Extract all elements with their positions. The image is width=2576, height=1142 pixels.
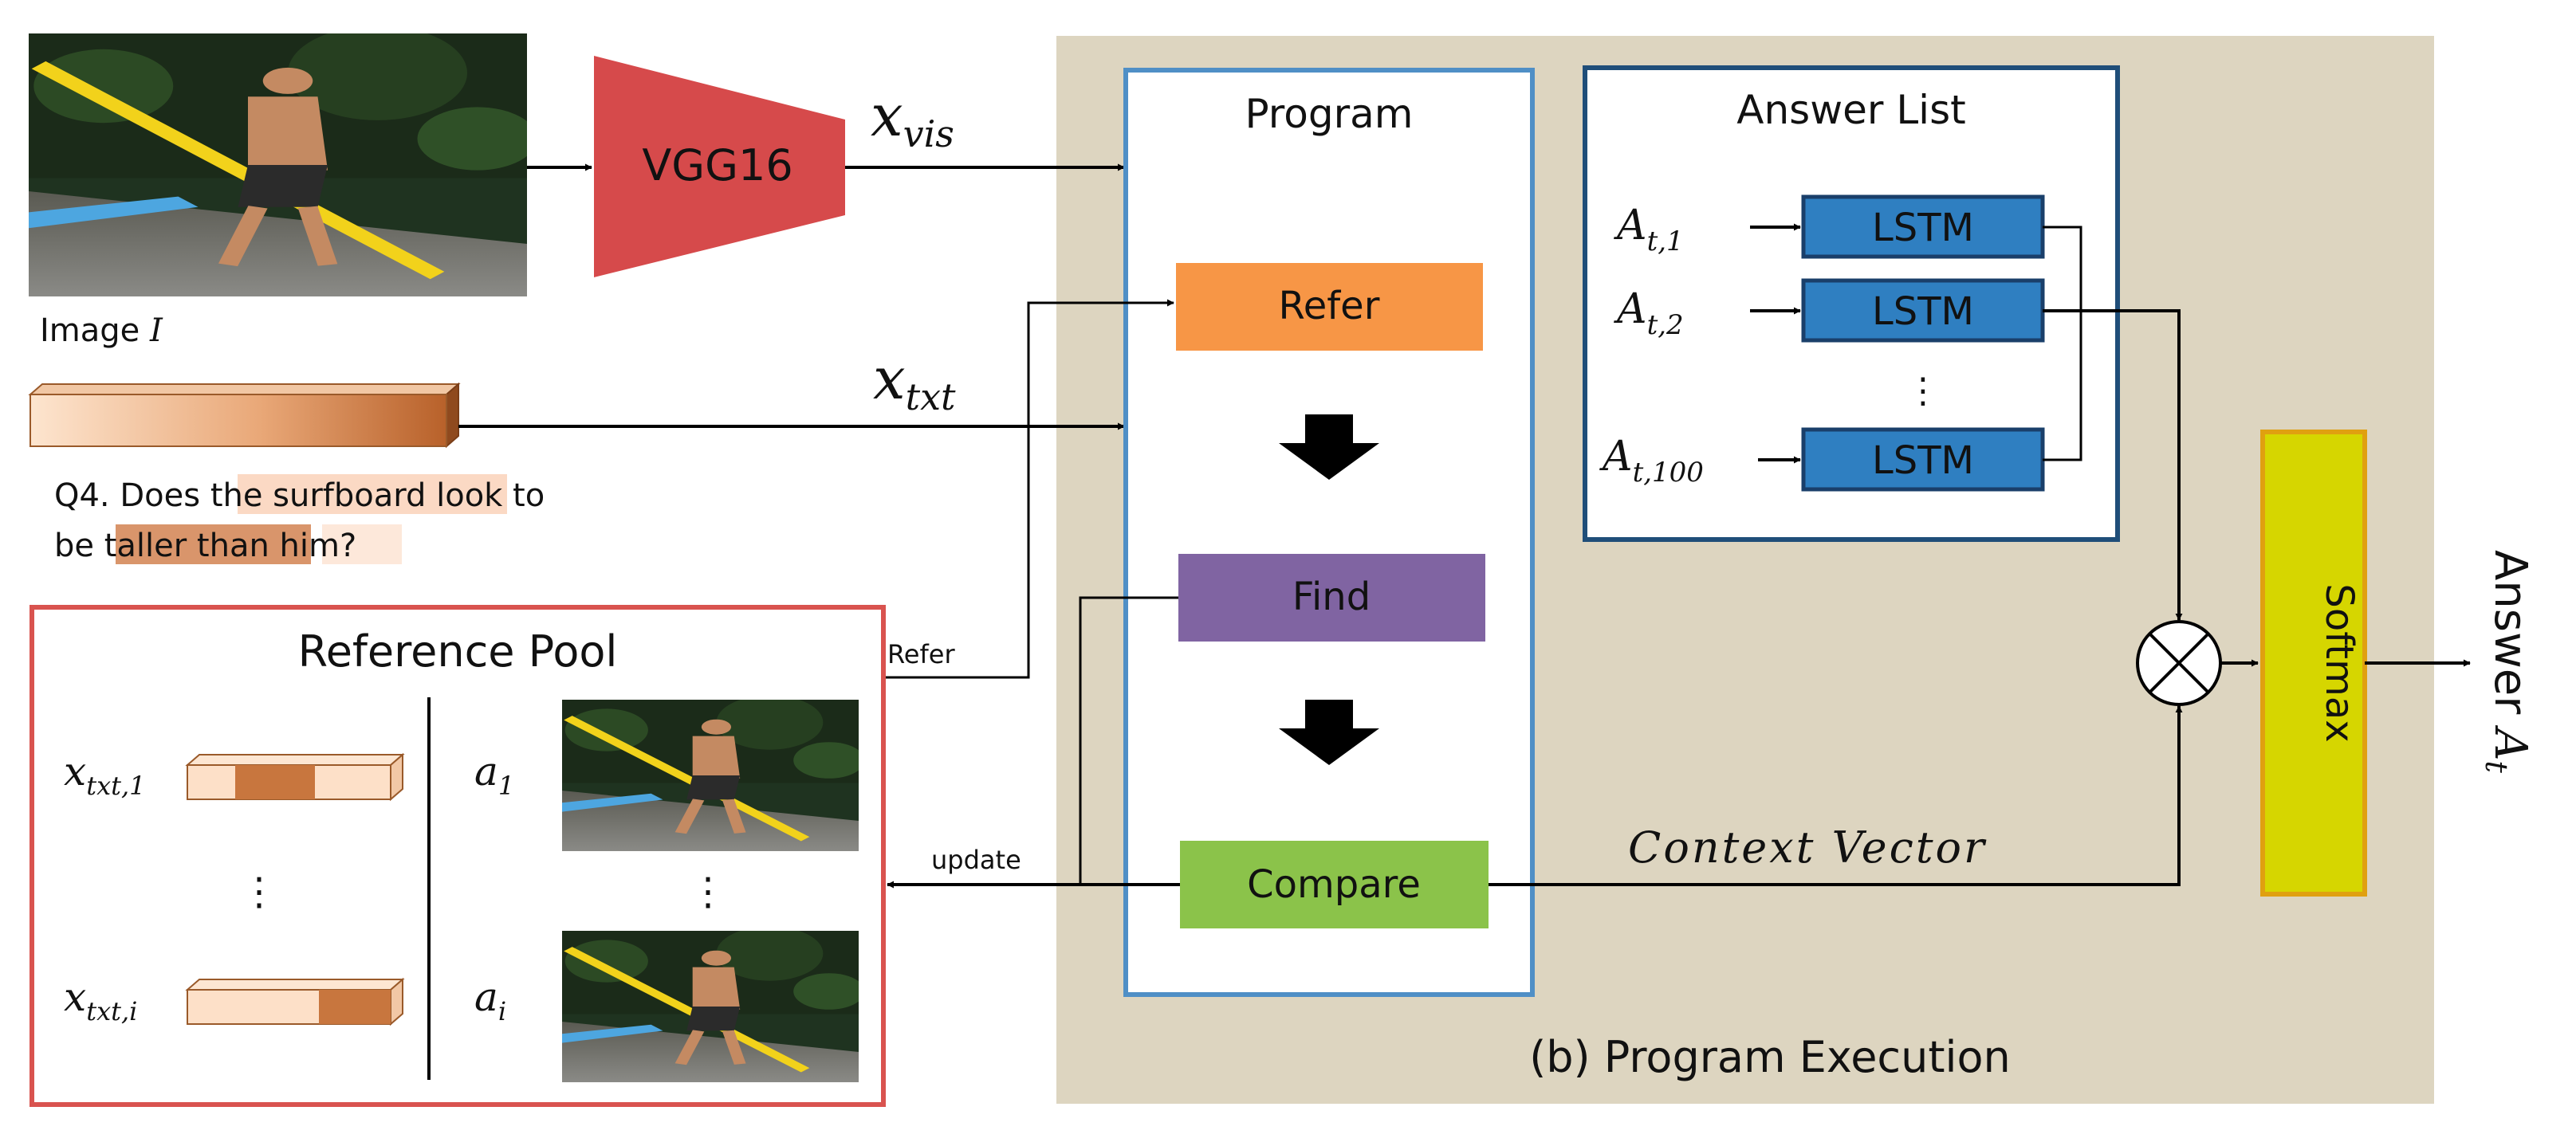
program-box <box>1123 68 1535 997</box>
refer-arrow-label: Refer <box>887 639 955 669</box>
vgg16-block <box>594 56 845 277</box>
softmax-label: Softmax <box>2317 583 2362 742</box>
ref-bar-1 <box>185 752 405 802</box>
vgg16-label: VGG16 <box>642 140 792 190</box>
ref-a-1: a1 <box>474 748 514 801</box>
flow-arrow-1 <box>1279 414 1379 480</box>
svg-text:LSTM: LSTM <box>1872 438 1974 483</box>
section-caption: (b) Program Execution <box>1529 1032 2011 1082</box>
arrow-lstm-to-multiply <box>2043 309 2183 621</box>
ref-ellipsis-left: ⋮ <box>240 869 278 914</box>
ref-a-2: ai <box>474 974 506 1026</box>
question-line-1: Q4. Does the surfboard look to <box>54 477 545 514</box>
ref-ellipsis-right: ⋮ <box>689 869 727 914</box>
find-module-label: Find <box>1292 575 1371 619</box>
ref-x-1: xtxt,1 <box>64 748 146 801</box>
answer-var-2: At,2 <box>1614 285 1684 341</box>
find-output-line <box>1079 596 1178 885</box>
arrow-context-vector <box>1489 705 2183 886</box>
softmax-block <box>2260 430 2367 897</box>
input-image <box>29 26 537 296</box>
answer-row-3: At,100 LSTM <box>1599 427 2045 492</box>
lstm-2 <box>1801 278 2045 343</box>
multiply-node <box>2136 620 2222 706</box>
context-vector-label: Context Vector <box>1628 822 1987 873</box>
question-line-2: be taller than him? <box>54 528 356 564</box>
reference-pool-title: Reference Pool <box>298 626 618 677</box>
ref-image-1 <box>562 695 864 851</box>
highlight-taller-than <box>116 524 311 564</box>
ref-image-2 <box>562 926 864 1082</box>
ref-bar-2 <box>185 977 405 1026</box>
update-arrow-label: update <box>931 845 1021 875</box>
answer-output-label: Answer At <box>2479 550 2536 774</box>
ref-x-2: xtxt,i <box>64 974 137 1026</box>
compare-module-label: Compare <box>1247 862 1421 907</box>
answer-row-2: At,2 LSTM <box>1614 278 2045 343</box>
highlight-him <box>322 524 402 564</box>
x-vis-label: xvis <box>871 82 954 155</box>
lstm-1 <box>1801 194 2045 259</box>
image-caption: Image I <box>40 312 163 349</box>
answer-var-1: At,1 <box>1614 202 1684 257</box>
x-txt-label: xtxt <box>873 345 956 418</box>
answer-list-title: Answer List <box>1736 87 1965 133</box>
answer-row-1: At,1 LSTM <box>1614 194 2045 259</box>
program-title: Program <box>1245 91 1414 137</box>
question-embedding-bar <box>28 382 461 449</box>
find-module <box>1178 554 1485 642</box>
arrow-refer <box>883 299 1174 679</box>
compare-module <box>1180 841 1489 928</box>
answer-var-3: At,100 <box>1599 433 1704 489</box>
svg-text:LSTM: LSTM <box>1872 206 1974 250</box>
refer-module <box>1176 263 1483 351</box>
highlight-surfboard <box>238 474 507 514</box>
lstm-bracket <box>2043 226 2082 461</box>
refer-module-label: Refer <box>1279 284 1380 328</box>
answer-list-ellipsis: ⋮ <box>1905 371 1941 411</box>
flow-arrow-2 <box>1279 700 1379 765</box>
svg-text:LSTM: LSTM <box>1872 289 1974 334</box>
lstm-3 <box>1801 427 2045 492</box>
